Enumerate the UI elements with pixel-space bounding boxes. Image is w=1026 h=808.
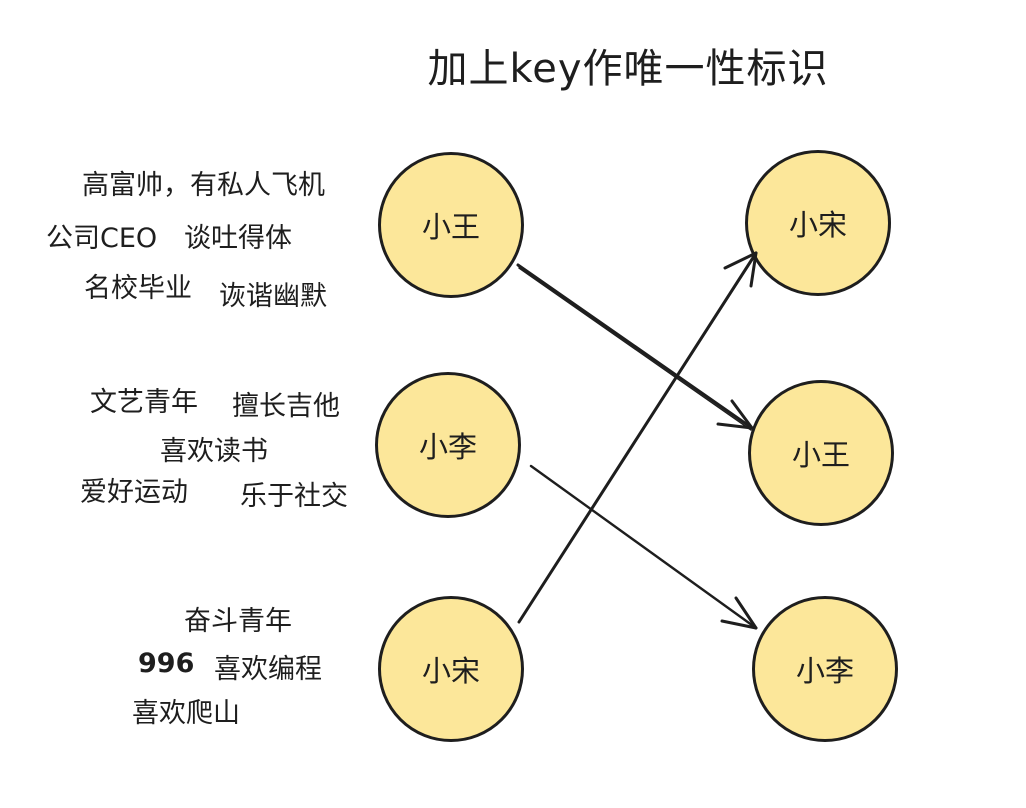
node-label: 小宋 xyxy=(421,654,480,688)
node-label: 小宋 xyxy=(788,208,847,242)
node-left-xiaosong: 小宋 xyxy=(378,596,524,742)
node-label: 小李 xyxy=(418,430,477,464)
trait-label: 爱好运动 xyxy=(80,477,188,508)
trait-label: 乐于社交 xyxy=(240,481,348,512)
node-left-xiaoli: 小李 xyxy=(375,372,521,518)
trait-label: 谈吐得体 xyxy=(184,223,292,254)
trait-label: 文艺青年 xyxy=(90,387,198,418)
node-label: 小王 xyxy=(791,438,850,472)
trait-label: 喜欢爬山 xyxy=(132,698,240,729)
node-right-xiaosong: 小宋 xyxy=(745,150,891,296)
diagram-title: 加上key作唯一性标识 xyxy=(427,46,829,92)
node-right-xiaowang: 小王 xyxy=(748,380,894,526)
edge-arrow-xiaosong xyxy=(517,251,758,624)
trait-label: 公司CEO xyxy=(46,223,158,254)
edge-arrow-xiaoli xyxy=(529,464,758,630)
node-label: 小王 xyxy=(421,210,480,244)
trait-label: 996 xyxy=(138,648,195,679)
trait-label: 高富帅，有私人飞机 xyxy=(82,170,325,201)
node-label: 小李 xyxy=(795,654,854,688)
node-left-xiaowang: 小王 xyxy=(378,152,524,298)
trait-label: 喜欢读书 xyxy=(160,436,268,467)
trait-label: 奋斗青年 xyxy=(184,606,292,637)
trait-label: 诙谐幽默 xyxy=(219,281,327,312)
node-right-xiaoli: 小李 xyxy=(752,596,898,742)
trait-label: 擅长吉他 xyxy=(232,391,340,422)
trait-label: 名校毕业 xyxy=(84,273,192,304)
edge-arrow-xiaowang xyxy=(516,263,754,431)
trait-label: 喜欢编程 xyxy=(214,654,322,685)
